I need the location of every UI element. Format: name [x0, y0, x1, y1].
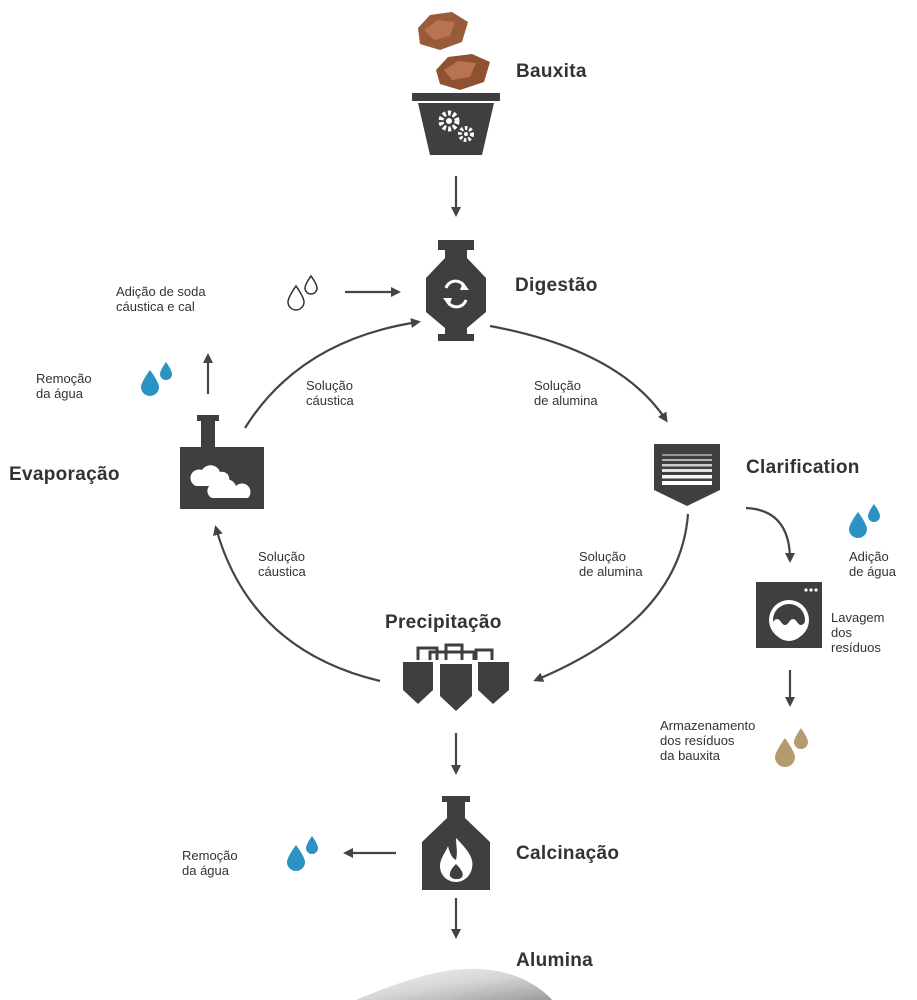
note-line: cáustica e cal	[116, 299, 195, 314]
note-solucao-alumina-bottom: Solução de alumina	[579, 549, 643, 579]
note-line: Armazenamento	[660, 718, 756, 733]
note-line: dos resíduos	[660, 733, 735, 748]
ore-rocks-icon	[418, 12, 490, 90]
note-solucao-caustica-top: Solução cáustica	[306, 378, 354, 408]
stage-label-clarification: Clarification	[746, 457, 860, 478]
note-line: Remoção	[182, 848, 238, 863]
note-remocao-agua-bottom: Remoção da água	[182, 848, 238, 878]
note-line: de água	[849, 564, 896, 579]
alumina-powder-icon	[356, 968, 552, 1000]
stage-label-alumina: Alumina	[516, 950, 594, 971]
note-line: Adição	[849, 549, 889, 564]
note-line: da água	[36, 386, 83, 401]
washer-icon	[756, 582, 822, 648]
digester-icon	[426, 240, 486, 341]
water-drop-icon	[141, 362, 172, 396]
note-line: resíduos	[831, 640, 881, 655]
note-line: Solução	[258, 549, 305, 564]
clarifier-icon	[654, 444, 720, 506]
note-remocao-agua-top: Remoção da água	[36, 371, 92, 401]
stage-label-precipitacao: Precipitação	[385, 612, 502, 633]
note-line: Lavagem	[831, 610, 885, 625]
grinder-hopper-icon	[412, 93, 500, 155]
note-line: de alumina	[534, 393, 598, 408]
stage-label-evaporacao: Evaporação	[9, 464, 120, 485]
calciner-icon	[422, 796, 490, 890]
note-line: Solução	[534, 378, 581, 393]
note-lavagem-residuos: Lavagem dos resíduos	[831, 610, 884, 655]
note-armazenamento-residuos: Armazenamento dos resíduos da bauxita	[660, 718, 755, 763]
note-line: Adição de soda	[116, 284, 206, 299]
note-line: cáustica	[306, 393, 354, 408]
note-line: Solução	[306, 378, 353, 393]
stage-label-bauxita: Bauxita	[516, 61, 587, 82]
note-adicao-soda: Adição de soda cáustica e cal	[116, 284, 206, 314]
stage-label-digestao: Digestão	[515, 275, 598, 296]
residue-drop-icon	[775, 728, 808, 767]
note-line: de alumina	[579, 564, 643, 579]
note-line: Remoção	[36, 371, 92, 386]
note-line: cáustica	[258, 564, 306, 579]
precipitator-tanks-icon	[403, 643, 509, 711]
note-line: da bauxita	[660, 748, 720, 763]
water-drop-icon	[287, 836, 318, 871]
note-line: Solução	[579, 549, 626, 564]
note-line: da água	[182, 863, 229, 878]
note-solucao-alumina-top: Solução de alumina	[534, 378, 598, 408]
note-line: dos	[831, 625, 852, 640]
outline-drops-icon	[287, 274, 318, 311]
water-drop-icon	[849, 504, 880, 538]
stage-label-calcinacao: Calcinação	[516, 843, 620, 864]
note-solucao-caustica-bottom: Solução cáustica	[258, 549, 306, 579]
evaporator-icon	[180, 415, 264, 509]
note-adicao-agua: Adição de água	[849, 549, 896, 579]
